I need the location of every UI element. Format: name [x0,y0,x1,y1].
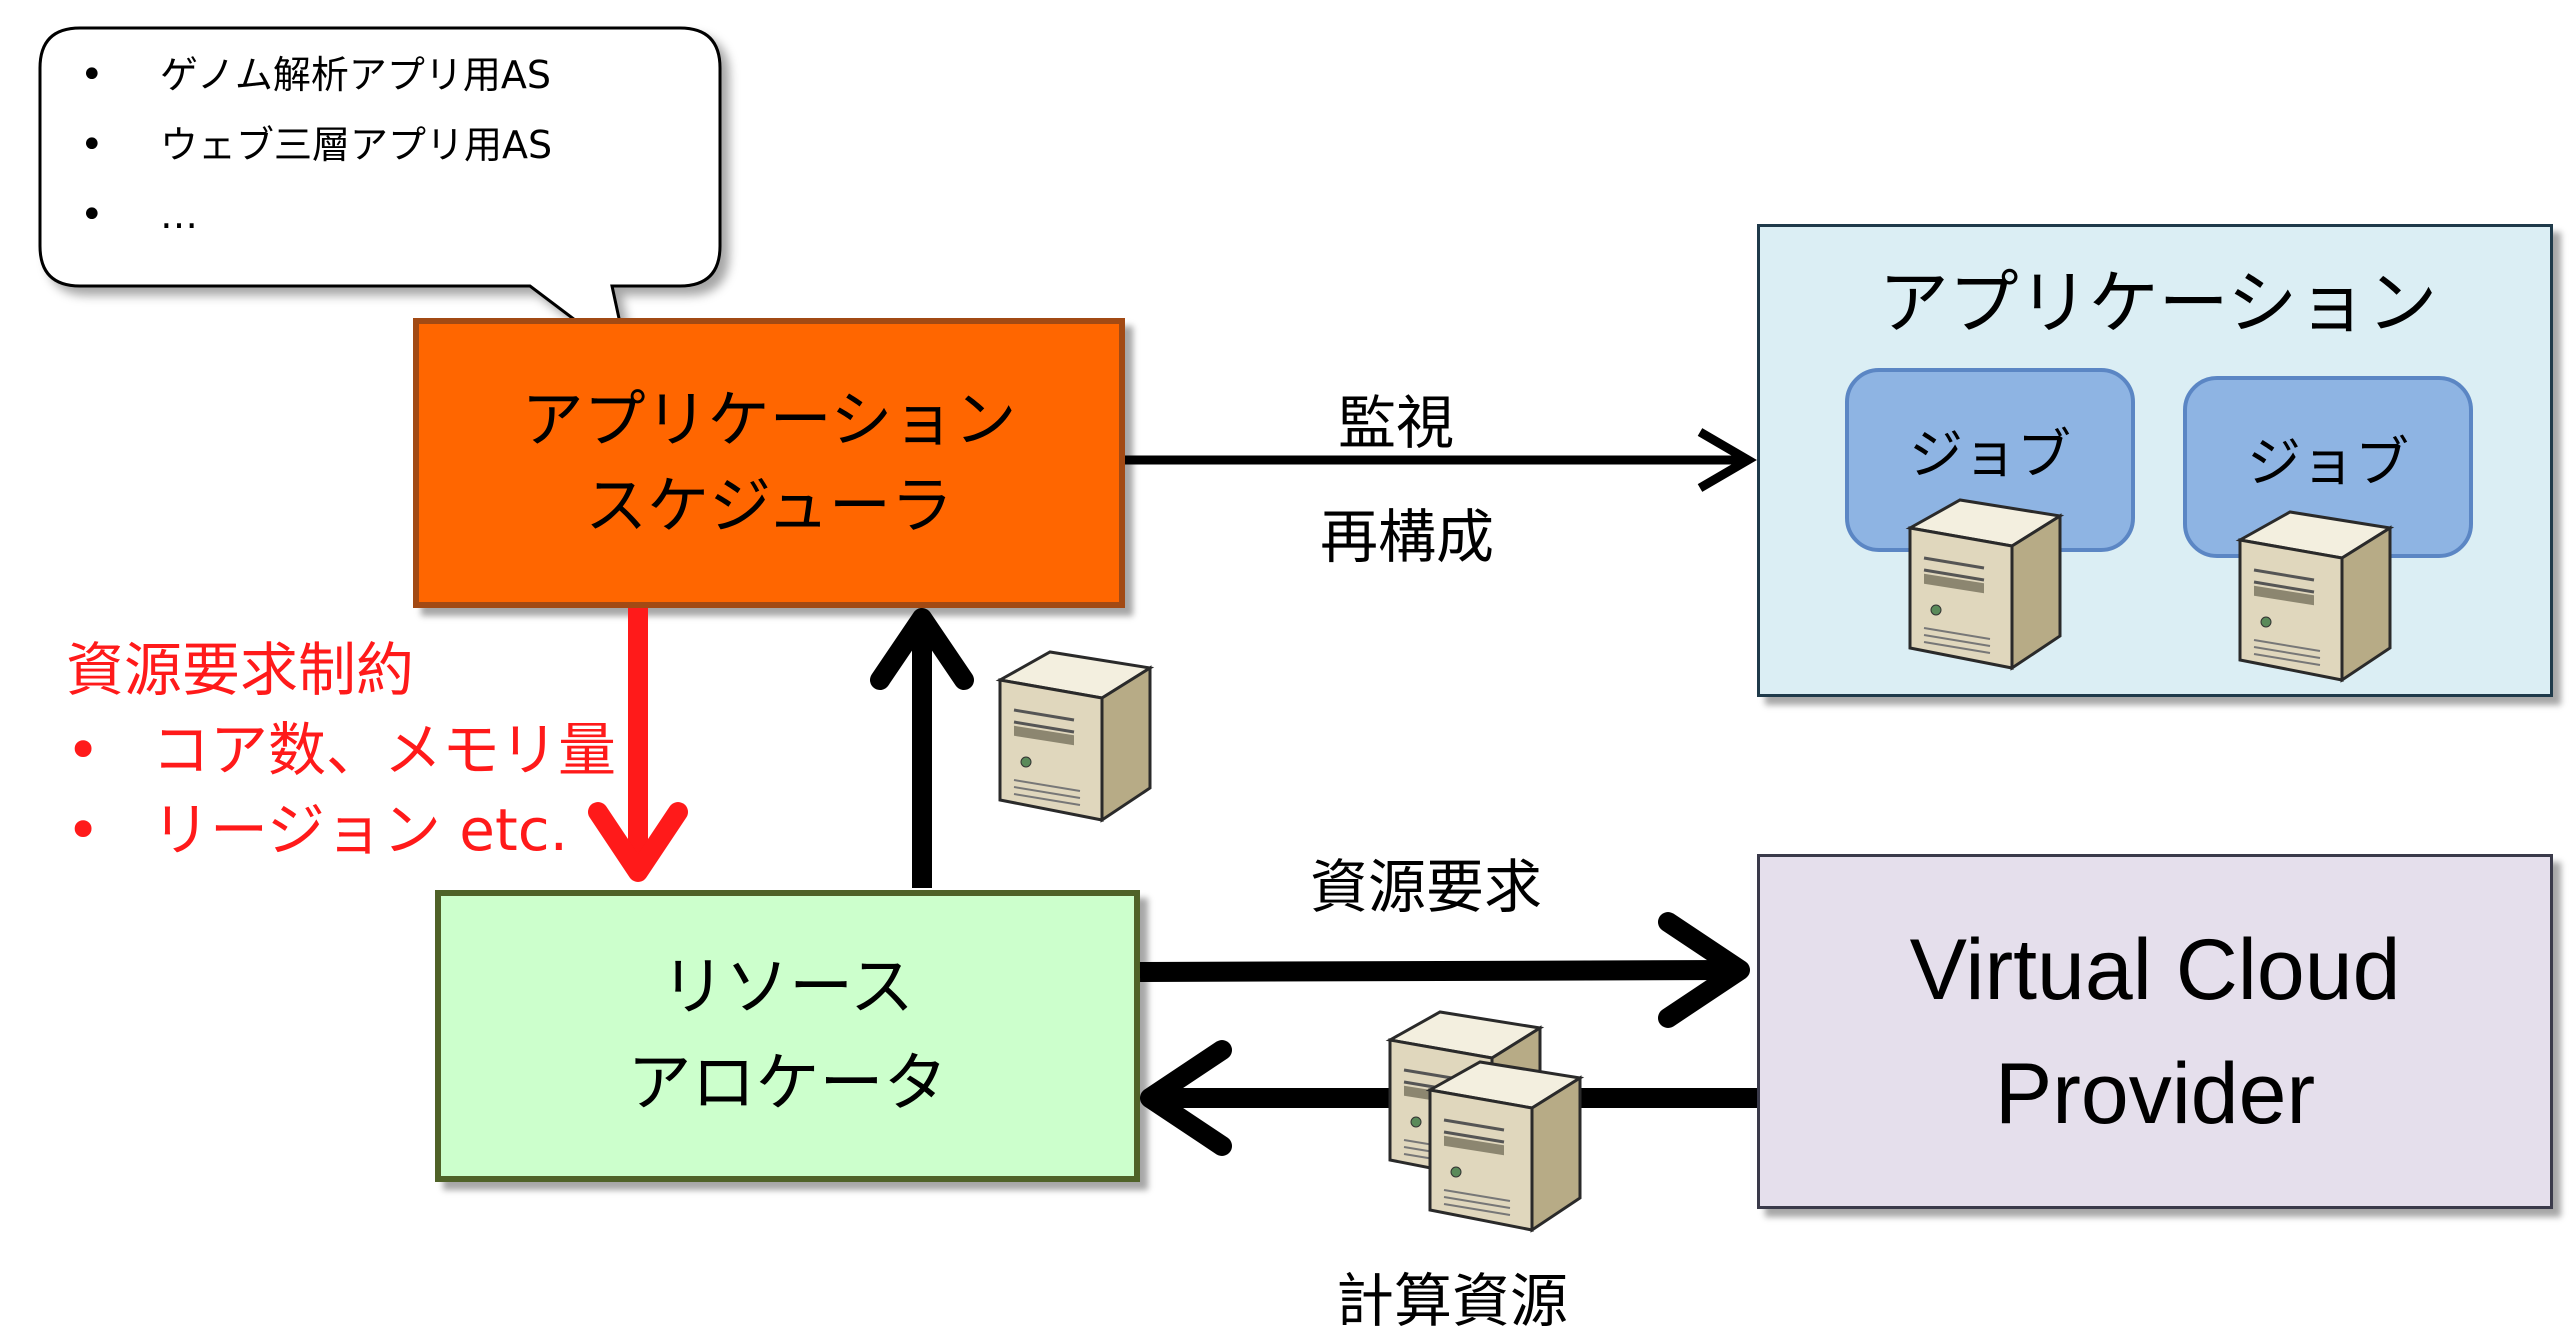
constraint-arrow-head [588,802,688,882]
virtual-cloud-provider-box: Virtual Cloud Provider [1757,854,2553,1209]
provider-line-1: Virtual Cloud [1909,921,2401,1018]
scheduler-line-1: アプリケーション [521,383,1017,456]
constraints-block: 資源要求制約 •コア数、メモリ量 •リージョン etc. [66,630,616,870]
constraint-item: •リージョン etc. [66,796,569,864]
resource-allocator-box: リソース アロケータ [435,890,1140,1182]
compute-arrow-head [1140,1040,1232,1156]
server-icon [2235,510,2395,683]
provider-line-2: Provider [1994,1045,2316,1142]
server-icon [1905,498,2065,671]
request-arrow [1139,960,1731,982]
application-title: アプリケーション [1878,262,2438,344]
job-1-label: ジョブ [1909,423,2071,486]
label-resource-request: 資源要求 [1310,853,1543,921]
job-2-label: ジョブ [2247,431,2409,494]
label-monitor: 監視 [1338,389,1455,457]
request-arrow-head [1658,912,1750,1028]
constraint-item: •コア数、メモリ量 [66,716,617,784]
bubble-item: •… [80,192,198,238]
server-icon [1425,1060,1585,1233]
constraints-title: 資源要求制約 [66,636,415,704]
scheduler-line-2: スケジューラ [585,469,953,542]
monitor-arrow-head [1697,428,1757,492]
server-icon [995,650,1155,823]
allocator-line-1: リソース [661,951,914,1025]
label-reconfigure: 再構成 [1320,503,1495,571]
allocator-line-2: アロケータ [627,1047,948,1121]
label-compute-resources: 計算資源 [1336,1267,1569,1335]
bubble-item: •ゲノム解析アプリ用AS [80,52,551,98]
bubble-content: •ゲノム解析アプリ用AS •ウェブ三層アプリ用AS •… [80,40,552,250]
bubble-item: •ウェブ三層アプリ用AS [80,122,553,168]
provision-up-arrow-head [870,608,974,690]
application-scheduler-box: アプリケーション スケジューラ [413,318,1125,608]
